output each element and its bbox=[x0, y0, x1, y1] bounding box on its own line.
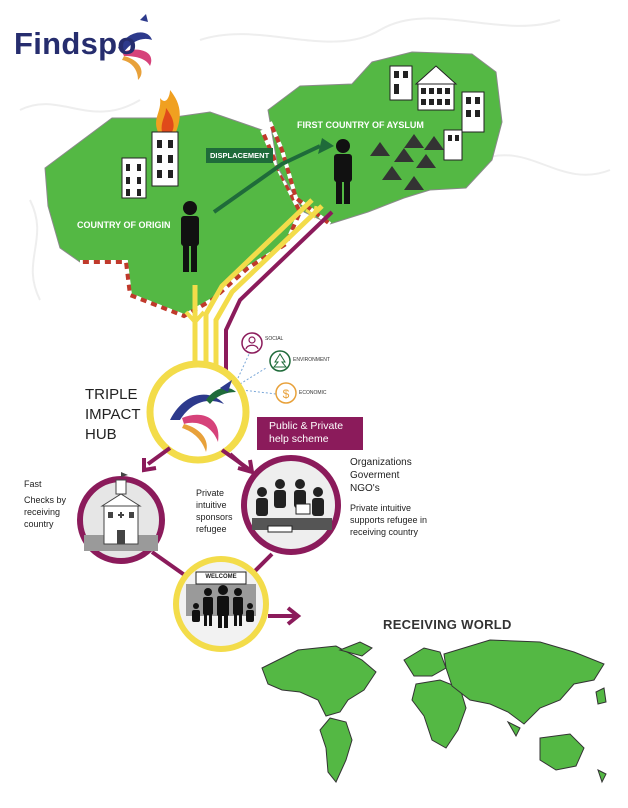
asylum-buildings-icon bbox=[389, 65, 485, 161]
receiving-world-map bbox=[261, 639, 607, 784]
social-icon bbox=[241, 332, 263, 354]
svg-text:$: $ bbox=[283, 387, 290, 401]
sponsors-line: sponsors bbox=[196, 512, 233, 522]
organizations-line: NGO's bbox=[350, 483, 380, 494]
organizations-meeting-circle bbox=[241, 455, 341, 555]
impact-connectors bbox=[237, 351, 277, 395]
sponsors-line: intuitive bbox=[196, 500, 227, 510]
checks-building-circle bbox=[77, 472, 165, 564]
sponsors-line: refugee bbox=[196, 524, 227, 534]
first-country-of-asylum-map bbox=[267, 51, 503, 225]
refugee-camp-tents-icon bbox=[370, 134, 444, 190]
findspo-logo-icon bbox=[118, 14, 152, 80]
checks-line: country bbox=[24, 519, 54, 529]
environment-icon bbox=[269, 350, 291, 372]
supports-refugee-text: Private intuitive supports refugee in re… bbox=[350, 502, 427, 538]
to-receiving-world-arrow bbox=[268, 606, 302, 626]
supports-line: receiving country bbox=[350, 527, 419, 537]
flow-to-hub-arrows bbox=[184, 198, 334, 372]
displacement-label: DISPLACEMENT bbox=[206, 148, 274, 163]
background-sketch bbox=[19, 17, 611, 301]
triple-impact-hub-title: TRIPLE IMPACT HUB bbox=[85, 385, 141, 445]
receiving-world-label: RECEIVING WORLD bbox=[383, 617, 512, 632]
organizations-text: Organizations Goverment NGO's bbox=[350, 456, 412, 495]
displacement-arrow bbox=[212, 138, 334, 214]
triple-impact-hub-circle bbox=[146, 360, 250, 464]
fast-label: Fast bbox=[24, 479, 42, 489]
help-scheme-line: Public & Private bbox=[269, 420, 344, 432]
building-icon bbox=[121, 157, 147, 199]
hub-to-organizations-arrow bbox=[220, 448, 255, 475]
social-label: SOCIAL bbox=[265, 336, 284, 342]
asylum-border-line bbox=[268, 121, 332, 226]
organizations-line: Goverment bbox=[350, 470, 400, 481]
country-of-origin-label: COUNTRY OF ORIGIN bbox=[77, 220, 171, 230]
hub-title-line: HUB bbox=[85, 426, 117, 443]
economic-icon: $ bbox=[275, 382, 297, 404]
economic-label: ECONOMIC bbox=[299, 390, 327, 396]
help-scheme-line: help scheme bbox=[269, 433, 329, 445]
supports-line: supports refugee in bbox=[350, 515, 428, 525]
supports-line: Private intuitive bbox=[350, 503, 412, 513]
environment-label: ENVIRONMENT bbox=[293, 357, 330, 363]
welcome-family-circle bbox=[173, 556, 269, 652]
first-country-of-asylum-label: FIRST COUNTRY OF AYSLUM bbox=[297, 120, 424, 130]
checks-line: Checks by bbox=[24, 495, 67, 505]
hub-title-line: IMPACT bbox=[85, 406, 141, 423]
sponsors-line: Private bbox=[196, 488, 225, 498]
public-private-help-scheme-box: Public & Private help scheme bbox=[257, 417, 363, 450]
brand-logo-text: Findspo bbox=[14, 26, 137, 61]
hub-title-line: TRIPLE bbox=[85, 386, 138, 403]
refugee-person-icon bbox=[181, 201, 199, 272]
asylum-person-icon bbox=[334, 139, 352, 204]
burning-building-icon bbox=[151, 90, 180, 187]
checks-line: receiving bbox=[24, 507, 61, 517]
welcome-sign-text: WELCOME bbox=[205, 574, 237, 580]
hub-to-checks-arrow bbox=[142, 446, 172, 473]
fast-checks-text: Fast Checks by receiving country bbox=[24, 478, 66, 530]
private-sponsors-text: Private intuitive sponsors refugee bbox=[196, 487, 233, 535]
organizations-line: Organizations bbox=[350, 457, 412, 468]
